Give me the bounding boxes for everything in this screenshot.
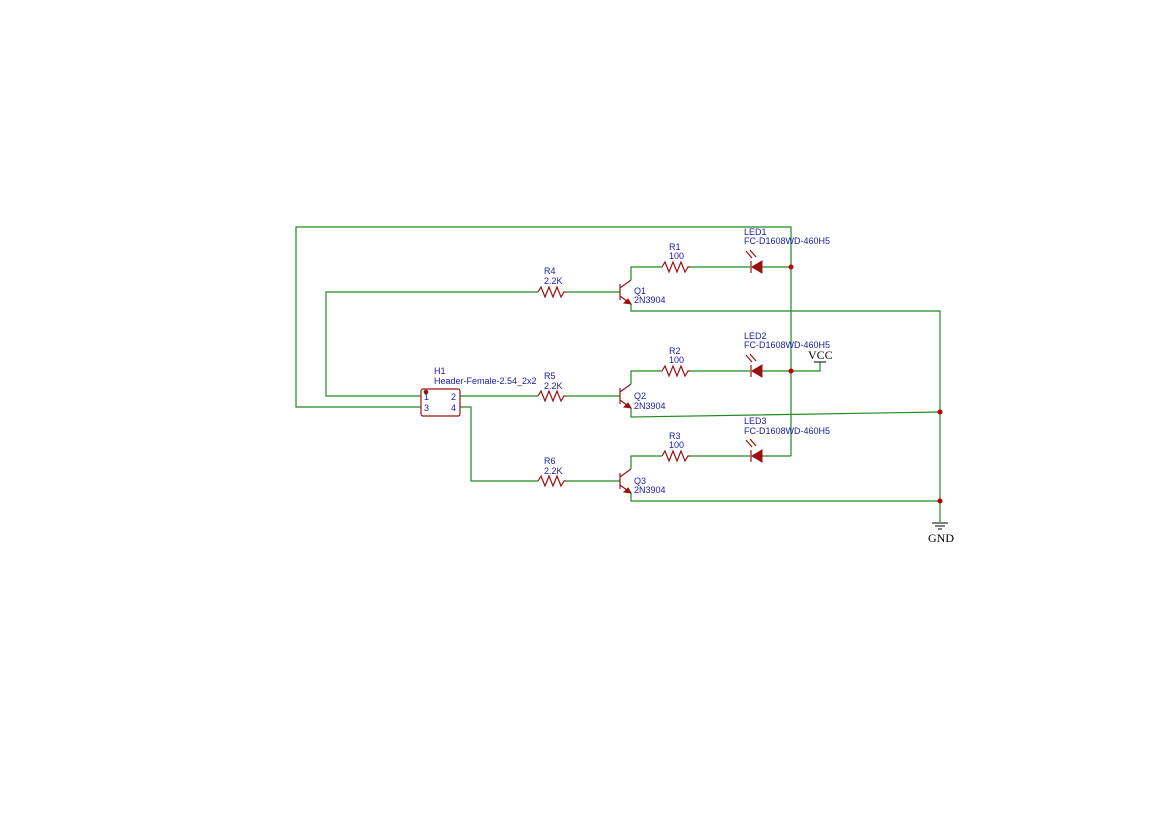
led-ray (745, 354, 753, 363)
led-ray (745, 250, 753, 259)
wire-q3-r3 (630, 455, 662, 469)
wire-q1-gnd (630, 304, 941, 522)
vcc-label: VCC (808, 348, 833, 362)
gnd-label: GND (928, 531, 954, 545)
transistor-value: 2N3904 (634, 401, 666, 411)
led-value: FC-D1608WD-460H5 (744, 426, 830, 436)
wire-q1-r1 (630, 266, 662, 280)
wire-pin3-loop (295, 226, 792, 408)
resistor-value: 100 (669, 355, 684, 365)
resistor-value: 2.2K (544, 466, 563, 476)
transistor-designator: Q2 (634, 391, 646, 401)
header-body (420, 388, 461, 417)
transistor-collector (619, 279, 632, 289)
resistor-r1[interactable]: R1 100 (661, 242, 690, 274)
junction-dot (788, 368, 794, 374)
resistor-zigzag (661, 364, 690, 378)
header-pin-4: 4 (451, 403, 456, 413)
transistor-emitter-arrow (622, 298, 632, 305)
resistor-r4[interactable]: R4 2.2K (537, 266, 566, 299)
resistor-r5[interactable]: R5 2.2K (537, 371, 566, 403)
resistor-designator: R2 (669, 346, 681, 356)
resistor-designator: R6 (544, 456, 556, 466)
header-pin-2: 2 (451, 392, 456, 402)
transistor-designator: Q3 (634, 476, 646, 486)
junctions (788, 264, 943, 504)
transistor-emitter-arrow (622, 402, 632, 409)
transistor-q2[interactable]: Q2 2N3904 (619, 383, 666, 411)
wire-q2-r2 (630, 370, 662, 384)
led-designator: LED1 (744, 227, 767, 237)
led-led1[interactable]: LED1 FC-D1608WD-460H5 (744, 227, 830, 274)
junction-dot (937, 498, 943, 504)
led-triangle (751, 260, 763, 274)
resistor-designator: R1 (669, 242, 681, 252)
led-designator: LED3 (744, 416, 767, 426)
resistor-designator: R5 (544, 371, 556, 381)
resistor-r6[interactable]: R6 2.2K (537, 456, 566, 488)
transistor-q1[interactable]: Q1 2N3904 (619, 279, 666, 305)
resistor-value: 2.2K (544, 381, 563, 391)
transistor-collector (619, 383, 632, 393)
wires (295, 226, 941, 522)
led-triangle (751, 364, 763, 378)
led-ray (745, 439, 753, 448)
header-pin1-marker (423, 389, 429, 395)
resistor-zigzag (537, 389, 566, 403)
led-triangle (751, 449, 763, 463)
led-designator: LED2 (744, 331, 767, 341)
resistor-zigzag (537, 285, 566, 299)
led-led2[interactable]: LED2 FC-D1608WD-460H5 (744, 331, 830, 378)
resistor-zigzag (537, 474, 566, 488)
transistor-value: 2N3904 (634, 295, 666, 305)
wire-pin1-r4 (325, 291, 538, 397)
wire-vcc (791, 362, 821, 372)
junction-dot (788, 264, 794, 270)
led-value: FC-D1608WD-460H5 (744, 236, 830, 246)
resistor-designator: R3 (669, 431, 681, 441)
led-ray (749, 353, 757, 362)
header-value: Header-Female-2.54_2x2 (434, 376, 537, 386)
led-value: FC-D1608WD-460H5 (744, 340, 830, 350)
header-designator: H1 (434, 366, 446, 376)
resistor-zigzag (661, 449, 690, 463)
led-ray (749, 438, 757, 447)
led-ray (749, 249, 757, 258)
resistor-value: 100 (669, 251, 684, 261)
header-h1[interactable]: H1 Header-Female-2.54_2x2 1 2 3 4 (420, 366, 537, 417)
wire-q3-gnd (630, 493, 940, 502)
led-led3[interactable]: LED3 FC-D1608WD-460H5 (744, 416, 830, 463)
wire-pin4-r6 (460, 406, 538, 482)
header-pin-1: 1 (424, 392, 429, 402)
resistor-r2[interactable]: R2 100 (661, 346, 690, 378)
transistor-value: 2N3904 (634, 485, 666, 495)
resistor-value: 2.2K (544, 276, 563, 286)
transistor-emitter-arrow (622, 487, 632, 494)
resistor-value: 100 (669, 440, 684, 450)
header-pin-3: 3 (424, 403, 429, 413)
vcc-symbol[interactable]: VCC (808, 348, 833, 363)
wire-q2-gnd (630, 408, 941, 418)
transistor-q3[interactable]: Q3 2N3904 (619, 468, 666, 495)
transistor-collector (619, 468, 632, 478)
junction-dot (937, 409, 943, 415)
gnd-symbol[interactable]: GND (928, 522, 954, 545)
resistor-zigzag (661, 260, 690, 274)
resistor-r3[interactable]: R3 100 (661, 431, 690, 463)
transistor-designator: Q1 (634, 286, 646, 296)
resistor-designator: R4 (544, 266, 556, 276)
